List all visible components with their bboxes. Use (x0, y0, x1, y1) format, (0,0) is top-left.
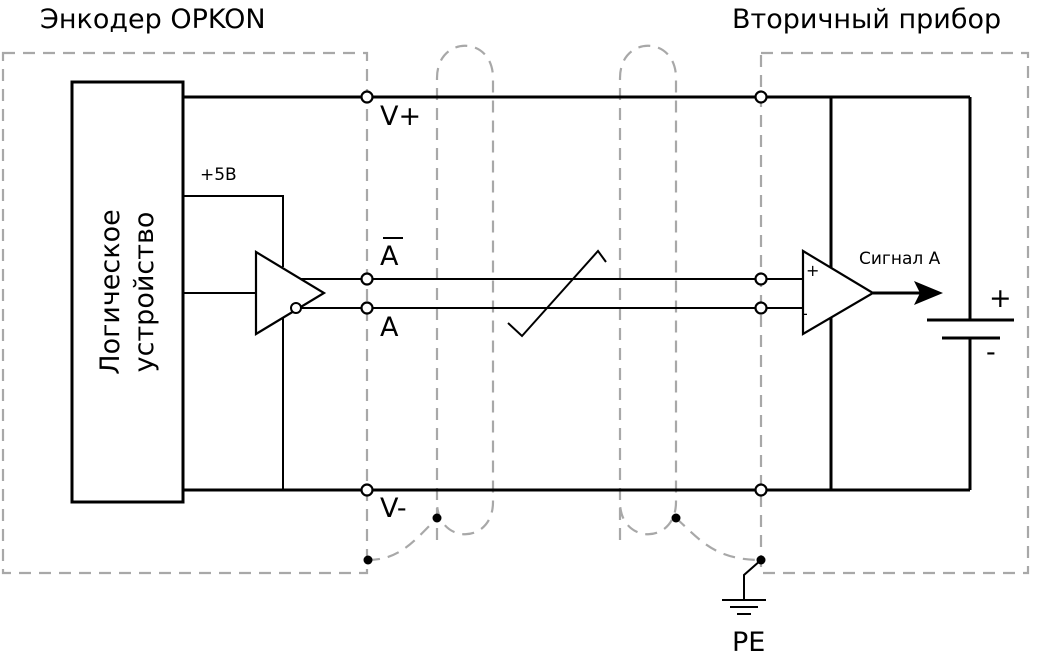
shield-dot-left (432, 513, 442, 523)
receiver-plus-label: + (806, 261, 819, 280)
receiver-terminal-a (754, 301, 768, 315)
signal-a-label: Сигнал A (859, 249, 941, 269)
receiver-terminal-v-minus (754, 483, 768, 497)
encoder-title: Энкодер OPKON (40, 4, 266, 35)
receiver-minus-label: - (802, 304, 808, 323)
shield-dot-encoder (363, 555, 373, 565)
twisted-pair-symbol (507, 249, 607, 338)
encoder-enclosure (1, 51, 369, 575)
driver-supply-wire (183, 195, 284, 267)
receiver-terminal-a-bar (754, 272, 768, 286)
cable-shield-right (618, 44, 678, 540)
line-driver-triangle (254, 250, 327, 336)
shield-drain-left (367, 517, 438, 562)
logic-device-label-line2: устройство (129, 212, 160, 373)
a-bar-label: A (380, 241, 399, 272)
v-minus-label: V- (380, 493, 407, 524)
cable-shield-left (435, 44, 495, 540)
shield-dot-right (671, 513, 681, 523)
logic-device-label-line1: Логическое (95, 209, 126, 374)
battery-minus-label: - (986, 337, 996, 368)
pe-label: PE (732, 627, 765, 658)
signal-arrow-icon (914, 281, 943, 305)
battery-plus-label: + (989, 283, 1012, 314)
v-plus-label: V+ (380, 101, 421, 132)
shield-drain-right (675, 517, 762, 562)
secondary-device-title: Вторичный прибор (732, 4, 1001, 35)
secondary-device-enclosure (759, 51, 1030, 575)
a-label: A (380, 312, 399, 343)
logic-device-block (70, 80, 185, 504)
supply-5v-label: +5В (200, 165, 237, 185)
encoder-terminal-v-minus (360, 483, 374, 497)
driver-inverting-bubble (290, 302, 302, 314)
encoder-terminal-a (360, 301, 374, 315)
encoder-terminal-a-bar (360, 272, 374, 286)
pe-ground-wire (743, 559, 762, 600)
encoder-terminal-v-plus (360, 90, 374, 104)
receiver-terminal-v-plus (754, 90, 768, 104)
line-receiver-triangle (801, 249, 876, 336)
